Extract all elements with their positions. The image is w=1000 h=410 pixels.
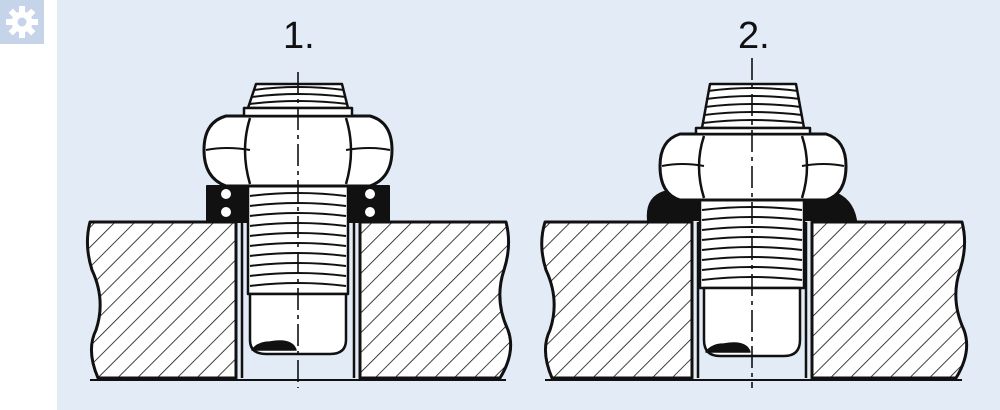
figure-label-1: 1. [283, 15, 315, 57]
figure-label-2: 2. [738, 15, 770, 57]
left-margin [0, 0, 57, 410]
assembly-2 [540, 58, 969, 388]
plate-right-1 [358, 220, 513, 380]
settings-badge[interactable] [0, 0, 44, 44]
plate-left-2 [540, 220, 694, 380]
assembly-1 [85, 72, 513, 388]
plate-right-2 [810, 220, 969, 380]
nut-2 [658, 132, 848, 202]
gear-icon[interactable] [0, 0, 44, 44]
plate-left-1 [85, 220, 238, 380]
